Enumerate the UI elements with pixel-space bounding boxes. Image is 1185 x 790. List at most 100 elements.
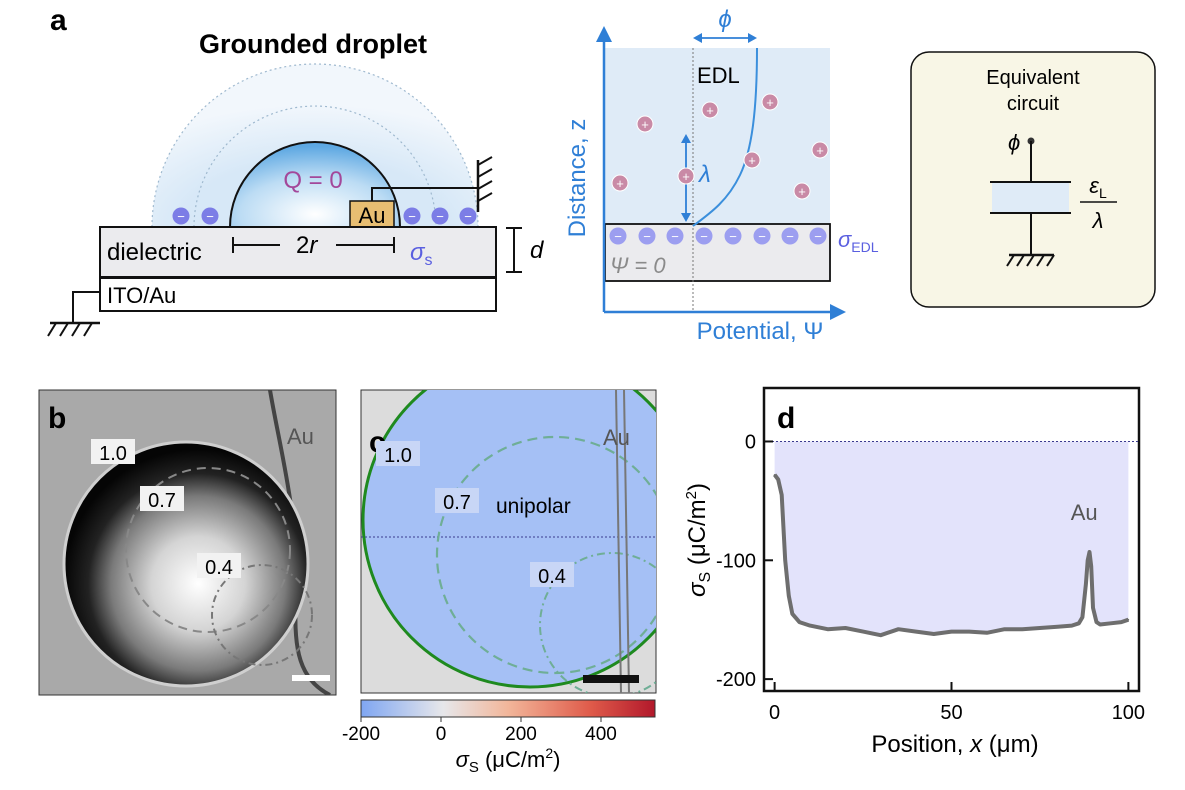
edl-x-axis-label: Potential, Ψ [697, 318, 824, 345]
phi-arrow [693, 33, 757, 43]
svg-text:−: − [408, 209, 416, 224]
svg-text:−: − [436, 209, 444, 224]
svg-text:+: + [748, 153, 756, 168]
chart-d-point [986, 631, 988, 634]
epsilon-label: εL [1089, 173, 1107, 201]
chart-d-point [968, 630, 970, 633]
chart-d-ylabel: σS (μC/m2) [683, 483, 714, 597]
chart-d-point [862, 630, 864, 633]
contour-label-c1: 1.0 [384, 445, 412, 467]
droplet-image-b [62, 440, 310, 688]
thickness-marker [506, 227, 522, 273]
substrate-label: ITO/Au [107, 283, 176, 308]
chart-d-point [1078, 622, 1080, 625]
chart-d-point [1088, 551, 1091, 553]
au-wire-c-right [623, 390, 630, 693]
circuit-ground-hatch [1006, 254, 1055, 267]
chart-d-point [780, 494, 783, 496]
panel-letter-a: a [50, 4, 67, 37]
svg-text:−: − [671, 229, 679, 244]
contour-07-c [435, 435, 656, 675]
contour-label-box-c1 [376, 441, 420, 466]
svg-text:−: − [464, 209, 472, 224]
panel-letter-b: b [48, 402, 66, 435]
positive-ions [611, 93, 829, 200]
phi-label: ϕ [718, 6, 731, 33]
contour-label-box-b3 [197, 553, 241, 578]
chart-d-point [1092, 607, 1094, 609]
circuit-box [910, 51, 1156, 308]
chart-d-xtick-label: 100 [1112, 702, 1145, 724]
droplet-map-c [361, 390, 656, 689]
circuit-title-1: Equivalent [986, 67, 1080, 89]
scale-bar-b [292, 675, 330, 681]
colorbar-tick-3: 200 [505, 724, 537, 745]
colorbar-tick-1: -200 [342, 724, 380, 745]
svg-text:−: − [786, 229, 794, 244]
sigma-s-label-a: σs [410, 239, 432, 269]
svg-text:+: + [616, 176, 624, 191]
chart-d-point [1090, 565, 1093, 568]
electrode-wire [371, 187, 478, 201]
colorbar-tick-2: 0 [436, 724, 447, 745]
au-label-a: Au [359, 203, 386, 228]
chart-d-point [1120, 621, 1123, 623]
contour-label-box-c2 [435, 488, 479, 513]
negative-surface-charges [609, 227, 827, 245]
chart-d-point [826, 628, 829, 631]
edl-y-axis-label: Distance, z [564, 119, 591, 238]
chart-d-point [1109, 622, 1112, 625]
svg-text:−: − [814, 229, 822, 244]
sigma-edl-label: σEDL [838, 227, 879, 255]
chart-d-point [791, 612, 794, 615]
au-label-b: Au [287, 424, 314, 449]
au-label-c: Au [603, 425, 630, 450]
radius-marker [232, 237, 395, 253]
colorbar-tick-4: 400 [585, 724, 617, 745]
chart-d-point [1085, 583, 1087, 585]
chart-d-ytick-label: -100 [716, 550, 756, 572]
contour-label-box-b2 [140, 486, 184, 511]
chart-d-xtick-label: 50 [940, 702, 962, 724]
circuit-lambda-label: λ [1092, 208, 1104, 233]
chart-d-xtick-label: 0 [769, 702, 780, 724]
colorbar [360, 699, 656, 718]
surface-charges-a: −− −− − [172, 207, 477, 225]
contour-04-b [211, 564, 313, 666]
psi-zero-label: Ψ = 0 [610, 253, 666, 278]
potential-curve [692, 47, 758, 227]
au-wire-c-left [615, 390, 622, 693]
charge-label: Q = 0 [283, 167, 342, 194]
scale-bar-c [583, 675, 639, 683]
thickness-label: d [530, 237, 544, 264]
contour-label-c3: 0.4 [538, 566, 566, 588]
panel-circuit: Equivalent circuit ϕ εL λ [910, 51, 1156, 308]
chart-d-ytick-label: 0 [745, 431, 756, 453]
circuit-phi-label: ϕ [1008, 130, 1020, 155]
chart-d-point [1039, 627, 1041, 629]
chart-d-point [777, 478, 779, 481]
substrate-wire [72, 291, 100, 323]
chart-d-point [879, 634, 882, 636]
svg-text:−: − [758, 229, 766, 244]
chart-d-area [774, 441, 1129, 636]
contour-label-b1: 1.0 [99, 443, 127, 465]
svg-text:−: − [700, 229, 708, 244]
edl-label: EDL [697, 63, 740, 88]
panel-a-title: Grounded droplet [199, 29, 427, 59]
panel-c: c Au 1.0 0.7 unipolar 0.4 -200 0 200 400… [342, 389, 657, 776]
contour-label-b2: 0.7 [148, 490, 176, 512]
svg-text:+: + [706, 103, 714, 118]
dielectric-layer [99, 226, 497, 278]
chart-d-point [950, 630, 953, 633]
chart-d-point [1056, 626, 1059, 628]
ground-hatch-b [47, 322, 93, 337]
negative-charge-signs: −− −− −− −− [614, 229, 822, 244]
capacitor-dielectric [992, 182, 1069, 213]
panel-edl: ϕ EDL λ ++ ++ ++ ++ −− −− −− [564, 6, 879, 345]
chart-d-point [773, 473, 776, 476]
svg-text:−: − [177, 209, 185, 224]
dielectric-label: dielectric [107, 239, 202, 266]
